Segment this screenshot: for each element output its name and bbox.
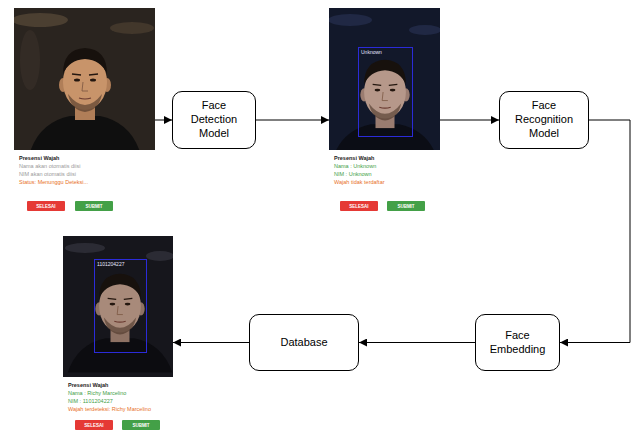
flow-arrow <box>560 120 630 343</box>
process-box: Face Detection Model <box>172 91 256 149</box>
green-button: SUBMIT <box>75 201 113 211</box>
process-box: Face Recognition Model <box>499 91 589 149</box>
screen-heading: Presensi Wajah <box>334 154 435 162</box>
red-button: SELESAI <box>340 201 378 211</box>
flow-arrow <box>173 342 249 343</box>
node-label: SUBMIT <box>85 204 102 209</box>
phone-screen: Presensi WajahNama : UnknownNIM : Unknow… <box>329 8 440 215</box>
flow-arrow <box>256 120 329 121</box>
screen-field: NIM : Unknown <box>334 170 435 178</box>
node-label: Face Recognition Model <box>506 99 582 140</box>
node-label: SUBMIT <box>132 423 149 428</box>
node-label: SELESAI <box>36 204 55 209</box>
screen-field: NIM : 1101204227 <box>68 397 168 405</box>
screen-heading: Presensi Wajah <box>68 381 168 389</box>
red-button: SELESAI <box>75 420 113 430</box>
green-button: SUBMIT <box>122 420 160 430</box>
face-box: 1101204227 <box>94 259 147 353</box>
node-label: Face Embedding <box>482 329 553 357</box>
process-box: Face Embedding <box>475 314 560 371</box>
node-label: Unknown <box>361 49 410 55</box>
node-label: 1101204227 <box>97 261 144 267</box>
node-label: Database <box>280 336 327 350</box>
node-label: SELESAI <box>349 204 368 209</box>
node-label: SELESAI <box>84 423 103 428</box>
screen-field: Status: Menunggu Deteksi... <box>19 178 150 186</box>
screen-field: Nama akan otomatis diisi <box>19 162 150 170</box>
flow-arrow <box>440 120 499 121</box>
screen-field: Wajah terdeteksi: Richy Marcelino <box>68 405 168 413</box>
screen-field: NIM akan otomatis diisi <box>19 170 150 178</box>
process-box: Database <box>249 314 359 371</box>
green-button: SUBMIT <box>387 201 425 211</box>
flow-arrow <box>359 342 475 343</box>
screen-field: Wajah tidak terdaftar <box>334 178 435 186</box>
face-box: Unknown <box>358 47 413 137</box>
phone-screen: Presensi WajahNama akan otomatis diisiNI… <box>14 8 155 215</box>
node-label: Face Detection Model <box>179 99 249 140</box>
phone-screen: Presensi WajahNama : Richy MarcelinoNIM … <box>63 236 173 437</box>
screen-field: Nama : Unknown <box>334 162 435 170</box>
flow-arrow <box>155 120 172 121</box>
red-button: SELESAI <box>27 201 65 211</box>
node-label: SUBMIT <box>397 204 414 209</box>
screen-heading: Presensi Wajah <box>19 154 150 162</box>
screen-field: Nama : Richy Marcelino <box>68 389 168 397</box>
